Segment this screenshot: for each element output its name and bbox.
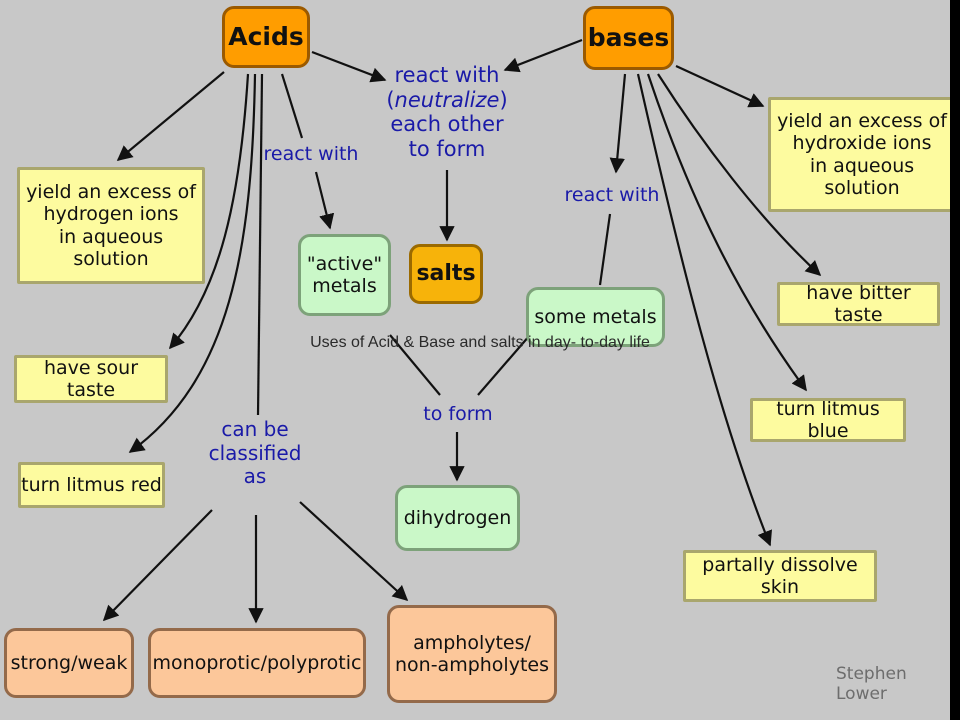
link-neutralize-line1: react with: [394, 62, 500, 87]
slide-edge: [950, 0, 960, 720]
arrow-bases-to-skin: [636, 73, 773, 547]
node-acid-yield: yield an excess of hydrogen ions in aque…: [17, 167, 205, 284]
arrow-classified-to-strong-weak: [102, 509, 213, 622]
link-neutralize-word: neutralize: [394, 87, 500, 112]
node-ampholytes: ampholytes/ non-ampholytes: [387, 605, 557, 703]
line-acids-to-react: [280, 73, 304, 139]
link-neutralize-line3: each other: [390, 112, 504, 137]
arrow-acids-to-litmus-red: [128, 73, 257, 453]
line-base-react-to-some-metals: [598, 213, 612, 286]
arrow-acids-to-acid-yield: [116, 71, 225, 161]
link-classified: can be classified as: [208, 417, 302, 489]
slide-caption: Uses of Acid & Base and salts in day- to…: [310, 334, 650, 351]
arrow-react-to-active-metals: [314, 171, 335, 230]
arrow-bases-to-base-react: [609, 73, 627, 174]
line-active-metals-to-form: [389, 334, 441, 396]
arrow-acids-to-neutralize: [311, 50, 387, 83]
node-acid-sour: have sour taste: [14, 355, 168, 403]
arrow-bases-to-bitter: [657, 73, 822, 277]
link-neutralize-line4: to form: [408, 137, 486, 162]
node-active-metals: "active" metals: [298, 234, 391, 316]
author-credit: Stephen Lower: [836, 664, 907, 704]
node-salts: salts: [409, 244, 483, 304]
node-base-skin: partally dissolve skin: [683, 550, 877, 602]
link-acid-react: react with: [263, 143, 359, 165]
arrow-classified-to-ampholytes: [299, 501, 409, 602]
link-base-react: react with: [564, 184, 660, 206]
node-acid-litmus: turn litmus red: [18, 462, 165, 508]
node-monoprotic: monoprotic/polyprotic: [148, 628, 366, 698]
node-strong-weak: strong/weak: [4, 628, 134, 698]
line-some-metals-to-form: [477, 334, 531, 396]
arrow-bases-to-neutralize: [503, 38, 583, 73]
arrow-bases-to-litmus-blue: [646, 73, 807, 392]
link-to-form: to form: [423, 403, 493, 425]
arrow-acids-to-sour: [168, 73, 250, 350]
node-bases: bases: [583, 6, 674, 70]
node-acids: Acids: [222, 6, 310, 68]
node-base-bitter: have bitter taste: [777, 282, 940, 326]
line-acids-to-classified: [256, 73, 264, 416]
node-some-metals: some metals: [526, 287, 665, 347]
node-dihydrogen: dihydrogen: [395, 485, 520, 551]
node-base-yield: yield an excess of hydroxide ions in aqu…: [768, 97, 956, 212]
node-base-litmus: turn litmus blue: [750, 398, 906, 442]
arrow-bases-to-base-yield: [675, 65, 765, 108]
